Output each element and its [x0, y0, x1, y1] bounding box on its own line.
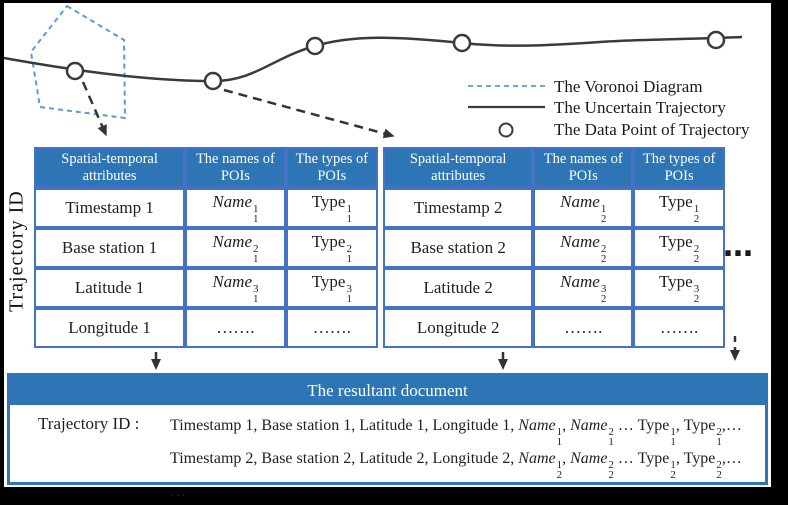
trajectory-id-axis-label: Trajectory ID — [5, 190, 28, 312]
table-cell: Timestamp 1 — [34, 188, 186, 229]
math-segment: ……. — [659, 318, 699, 338]
table-cell: ……. — [185, 308, 286, 349]
math-segment: Longitude 2 — [416, 318, 500, 338]
math-segment: , — [562, 417, 571, 434]
document-lines: Timestamp 1, Base station 1, Latitude 1,… — [170, 414, 765, 505]
resultant-document-box: The resultant document Trajectory ID : T… — [7, 373, 768, 500]
table-row: Longitude 2 ……. ……. — [383, 308, 725, 349]
table-cell: ……. — [633, 308, 725, 349]
math-segment: … — [170, 483, 186, 500]
table-cell: Timestamp 2 — [383, 188, 534, 229]
legend-label-data-point: The Data Point of Trajectory — [554, 120, 750, 139]
document-line: Timestamp 2, Base station 2, Latitude 2,… — [170, 447, 765, 481]
column-header: Spatial-temporal attributes — [34, 147, 186, 189]
more-tables-ellipsis: … — [723, 229, 755, 264]
legend-label-voronoi: The Voronoi Diagram — [554, 77, 703, 96]
table-cell: Base station 2 — [383, 228, 534, 269]
table-cell: Longitude 1 — [34, 308, 186, 349]
table-cell: Longitude 2 — [383, 308, 534, 349]
trajectory-id-label: Trajectory ID : — [38, 414, 140, 433]
document-line: … — [170, 480, 765, 505]
math-segment: , — [675, 450, 684, 467]
math-segment: Base station 1 — [61, 238, 158, 258]
math-segment: ……. — [312, 318, 351, 338]
table-row: Longitude 1 ……. ……. — [34, 308, 378, 349]
math-segment: Timestamp 2 — [413, 198, 503, 218]
math-segment: ……. — [216, 318, 255, 338]
math-segment: Timestamp 2, Base station 2, Latitude 2,… — [170, 450, 519, 467]
math-segment: ,… — [721, 417, 742, 434]
math-segment: … — [613, 450, 638, 467]
math-segment: Base station 2 — [410, 238, 506, 258]
math-segment: , — [562, 450, 571, 467]
table-cell: Base station 1 — [34, 228, 186, 269]
math-segment: Latitude 2 — [423, 278, 493, 298]
column-header: Spatial-temporal attributes — [383, 147, 534, 189]
legend-label-trajectory: The Uncertain Trajectory — [554, 98, 726, 117]
column-header: The types of POIs — [633, 147, 725, 189]
resultant-document-title: The resultant document — [10, 376, 765, 405]
table-cell: ……. — [533, 308, 634, 349]
math-segment: … — [613, 417, 638, 434]
math-segment: ,… — [721, 450, 742, 467]
math-segment: Timestamp 1, Base station 1, Latitude 1,… — [170, 417, 519, 434]
column-header: The names of POIs — [185, 147, 286, 189]
table-cell: Latitude 1 — [34, 268, 186, 309]
math-segment: Timestamp 1 — [65, 198, 154, 218]
resultant-document-content: Trajectory ID : Timestamp 1, Base statio… — [10, 405, 765, 505]
document-line: Timestamp 1, Base station 1, Latitude 1,… — [170, 414, 765, 448]
math-segment: Latitude 1 — [74, 278, 145, 298]
math-segment: , — [675, 417, 684, 434]
column-header: The types of POIs — [285, 147, 378, 189]
math-segment: ……. — [564, 318, 603, 338]
column-header: The names of POIs — [533, 147, 634, 189]
table-cell: ……. — [285, 308, 378, 349]
table-cell: Latitude 2 — [383, 268, 534, 309]
math-segment: Longitude 1 — [68, 318, 151, 338]
